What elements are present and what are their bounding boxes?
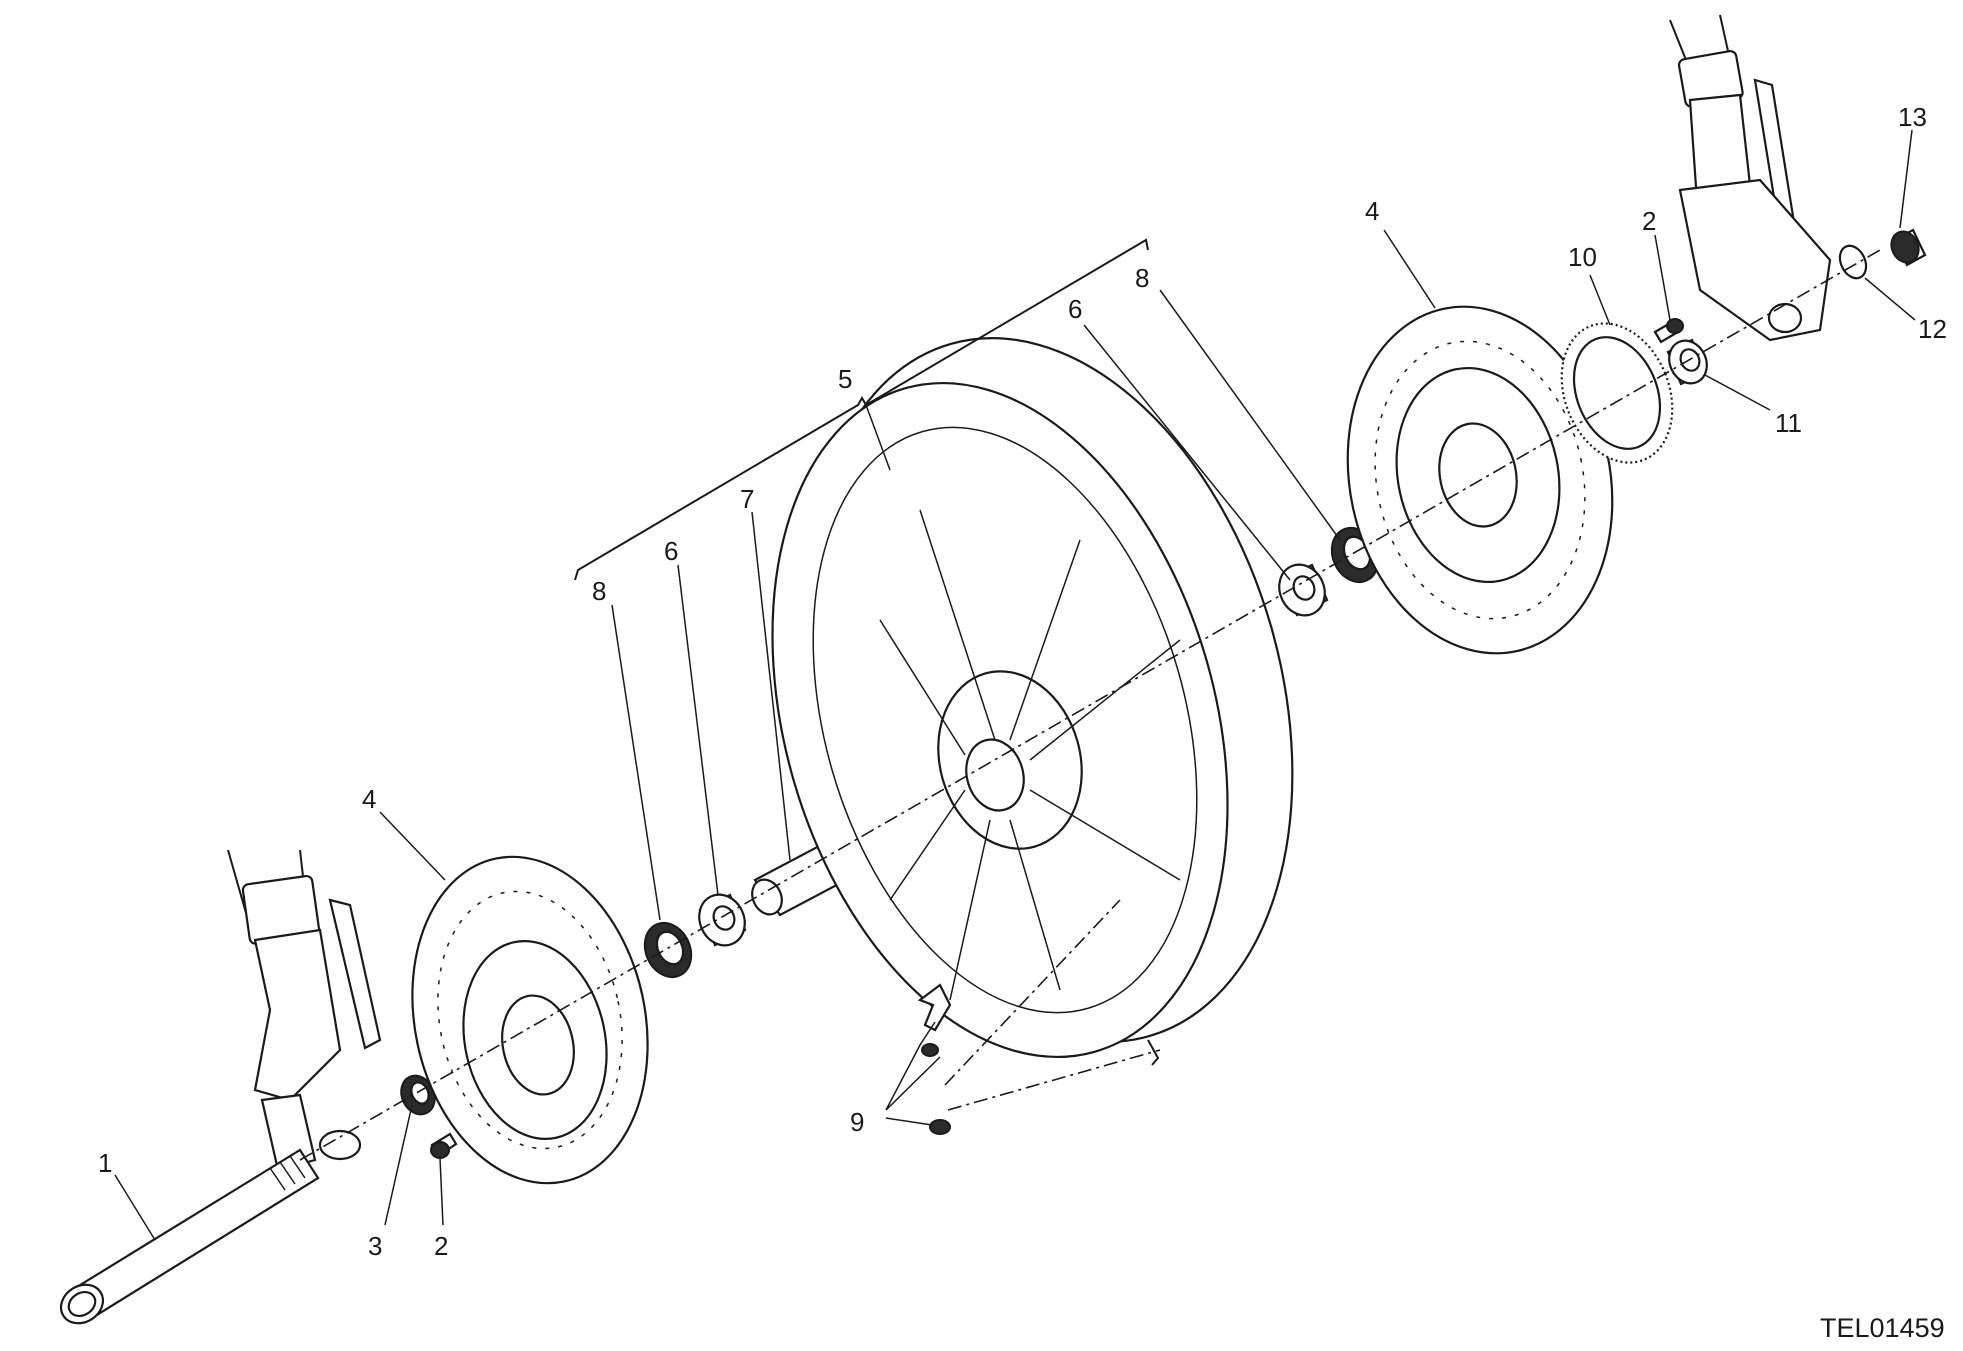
callout-left-spacer: 3 <box>368 1231 382 1261</box>
tire-valve <box>917 983 952 1135</box>
callout-right-spacer: 11 <box>1775 408 1802 438</box>
callout-left-bearing: 6 <box>664 536 678 566</box>
drawing-reference: TEL01459 <box>1820 1313 1945 1343</box>
right-tone-wheel-screw <box>1653 318 1684 344</box>
callout-right-screw: 2 <box>1642 206 1656 236</box>
callout-axle: 1 <box>98 1148 112 1178</box>
axle-nut <box>1890 228 1927 267</box>
wheel-rim <box>771 337 1294 1058</box>
callout-right-disc: 4 <box>1365 196 1379 226</box>
left-brake-disc <box>411 855 649 1185</box>
right-spacer <box>1666 338 1708 386</box>
callout-right-seal: 8 <box>1135 263 1149 293</box>
left-fork-leg <box>227 849 382 1172</box>
valve-axis-line <box>944 899 1161 1111</box>
wheel-assembly-bracket <box>574 238 1149 581</box>
right-bearing <box>1278 563 1329 617</box>
left-disc-screw <box>430 1132 458 1159</box>
right-fork-leg <box>1669 14 1832 342</box>
callout-tone-wheel: 10 <box>1568 242 1597 272</box>
leader-lines <box>114 129 1916 1241</box>
callout-right-bearing: 6 <box>1068 294 1082 324</box>
callout-left-seal: 8 <box>592 576 606 606</box>
callout-washer: 12 <box>1918 314 1947 344</box>
callout-wheel-assembly: 5 <box>838 364 852 394</box>
washer <box>1838 244 1868 280</box>
callout-nut: 13 <box>1898 102 1927 132</box>
assembly-axis-line <box>299 249 1881 1161</box>
callout-valve: 9 <box>850 1107 864 1137</box>
axle <box>59 1148 320 1325</box>
abs-tone-wheel <box>1560 322 1674 464</box>
callout-left-disc: 4 <box>362 784 376 814</box>
callout-bearing-spacer: 7 <box>740 484 754 514</box>
left-seal <box>643 921 693 979</box>
callout-left-screw: 2 <box>434 1231 448 1261</box>
left-bearing <box>698 893 747 947</box>
valve-bracket <box>1147 1039 1160 1066</box>
